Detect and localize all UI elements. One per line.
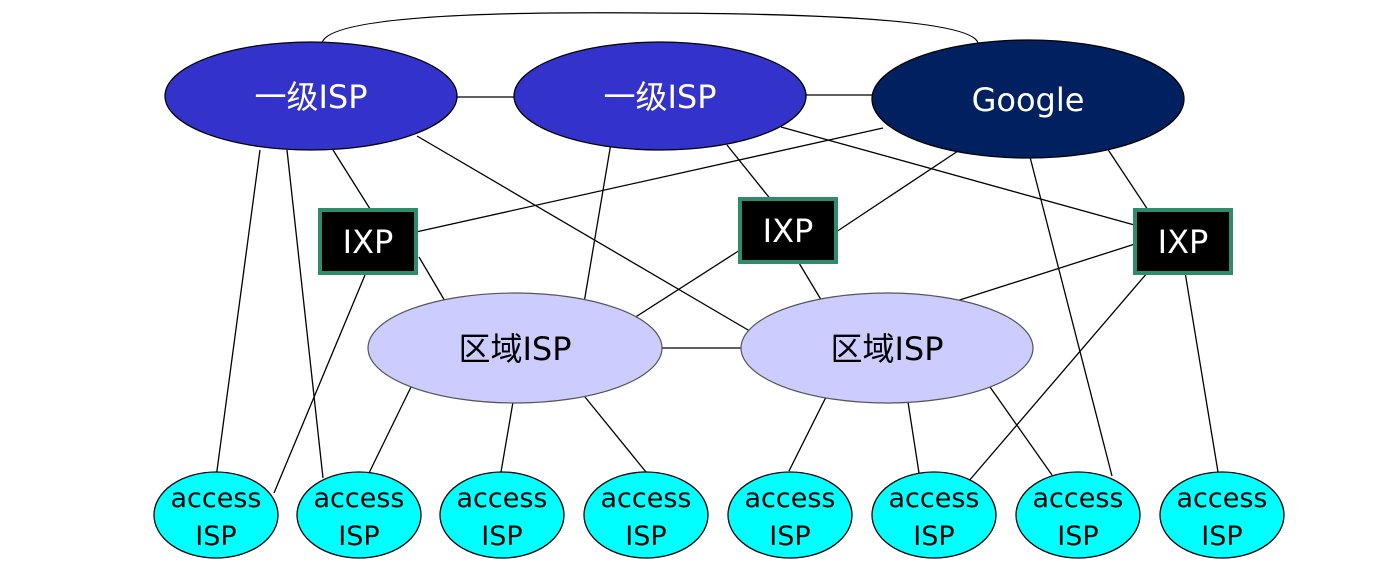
- link-regional2-access7: [989, 386, 1053, 476]
- ixp-3-label: IXP: [1158, 223, 1209, 261]
- ixp-1: IXP: [318, 208, 418, 275]
- access-isp-8-line1: access: [1177, 483, 1268, 514]
- link-ixp2-regional2: [798, 262, 824, 304]
- access-isp-8: access ISP: [1159, 471, 1285, 559]
- ixp-2-box: [738, 197, 838, 264]
- tier1-isp-a: 一级ISP: [164, 41, 458, 151]
- regional-isp-a-label: 区域ISP: [458, 330, 571, 368]
- link-ixp3-access6: [967, 271, 1149, 483]
- access-isp-2-line2: ISP: [338, 521, 379, 552]
- access-isp-1: access ISP: [153, 471, 279, 559]
- link-google-ixp1: [415, 127, 884, 233]
- ixp-1-box: [318, 208, 418, 275]
- access-isp-4-line2: ISP: [625, 521, 666, 552]
- regional-isp-b-shape: [740, 292, 1034, 404]
- access-isp-1-shape: [153, 471, 279, 559]
- link-tier1b-regional1: [583, 142, 612, 304]
- tier1-isp-b: 一级ISP: [513, 41, 807, 151]
- access-isp-7-line2: ISP: [1057, 521, 1098, 552]
- access-isp-1-line2: ISP: [195, 521, 236, 552]
- access-isp-1-line1: access: [171, 483, 262, 514]
- ixp-3: IXP: [1133, 208, 1233, 275]
- access-isp-4-shape: [583, 471, 709, 559]
- link-tier1a-ixp1: [332, 149, 373, 213]
- tier1-isp-a-label: 一级ISP: [254, 78, 367, 116]
- link-ixp3-access8: [1184, 271, 1219, 473]
- regional-isp-a: 区域ISP: [367, 292, 663, 404]
- link-google-ixp2: [835, 150, 959, 233]
- google-label: Google: [972, 81, 1085, 119]
- ixp-3-box: [1133, 208, 1233, 275]
- access-isp-5-line2: ISP: [769, 521, 810, 552]
- link-regional1-access4: [584, 396, 647, 473]
- google-provider: Google: [871, 39, 1185, 159]
- ixp-2-label: IXP: [763, 212, 814, 250]
- link-tier1b-ixp2: [726, 144, 773, 202]
- access-isp-3-line2: ISP: [481, 521, 522, 552]
- link-ixp3-regional2: [943, 243, 1136, 306]
- link-regional1-access2: [368, 386, 412, 474]
- google-shape: [871, 39, 1185, 159]
- tier1-isp-b-shape: [513, 41, 807, 151]
- link-google-access7: [1029, 156, 1113, 477]
- access-isp-8-shape: [1159, 471, 1285, 559]
- tier1-isp-b-label: 一级ISP: [603, 78, 716, 116]
- access-isp-4-line1: access: [601, 483, 692, 514]
- access-isp-5-line1: access: [745, 483, 836, 514]
- links: [215, 12, 1219, 494]
- link-regional2-access6: [907, 401, 920, 474]
- tier1-isp-a-shape: [164, 41, 458, 151]
- ixp-1-label: IXP: [343, 223, 394, 261]
- access-isp-6-line1: access: [889, 483, 980, 514]
- access-isp-4: access ISP: [583, 471, 709, 559]
- access-isp-7-line1: access: [1033, 483, 1124, 514]
- access-isp-6-line2: ISP: [913, 521, 954, 552]
- access-isp-3-shape: [439, 471, 565, 559]
- access-isp-5-shape: [727, 471, 853, 559]
- access-isp-2: access ISP: [296, 471, 422, 559]
- access-isp-8-line2: ISP: [1201, 521, 1242, 552]
- access-isp-3-line1: access: [457, 483, 548, 514]
- access-isp-6-shape: [871, 471, 997, 559]
- regional-isp-b-label: 区域ISP: [830, 330, 943, 368]
- ixp-2: IXP: [738, 197, 838, 264]
- link-google-ixp3: [1100, 138, 1149, 211]
- regional-isp-a-shape: [367, 292, 663, 404]
- link-regional1-access3: [500, 401, 514, 473]
- access-isp-3: access ISP: [439, 471, 565, 559]
- link-ixp2-regional1: [619, 249, 741, 328]
- access-isp-7: access ISP: [1015, 471, 1141, 559]
- link-tier1a-access2: [286, 149, 324, 479]
- link-tier1a-regional2: [416, 135, 761, 338]
- access-isp-7-shape: [1015, 471, 1141, 559]
- regional-isp-b: 区域ISP: [740, 292, 1034, 404]
- access-isp-2-shape: [296, 471, 422, 559]
- access-isps: access ISP access ISP access ISP access …: [153, 471, 1285, 559]
- access-isp-5: access ISP: [727, 471, 853, 559]
- access-isp-6: access ISP: [871, 471, 997, 559]
- link-tier1b-ixp3: [780, 126, 1139, 227]
- link-arc-tier1-google: [321, 12, 979, 44]
- link-tier1a-access1: [215, 149, 261, 479]
- link-ixp1-access2: [273, 274, 366, 494]
- access-isp-2-line1: access: [314, 483, 405, 514]
- link-regional2-access5: [788, 388, 831, 472]
